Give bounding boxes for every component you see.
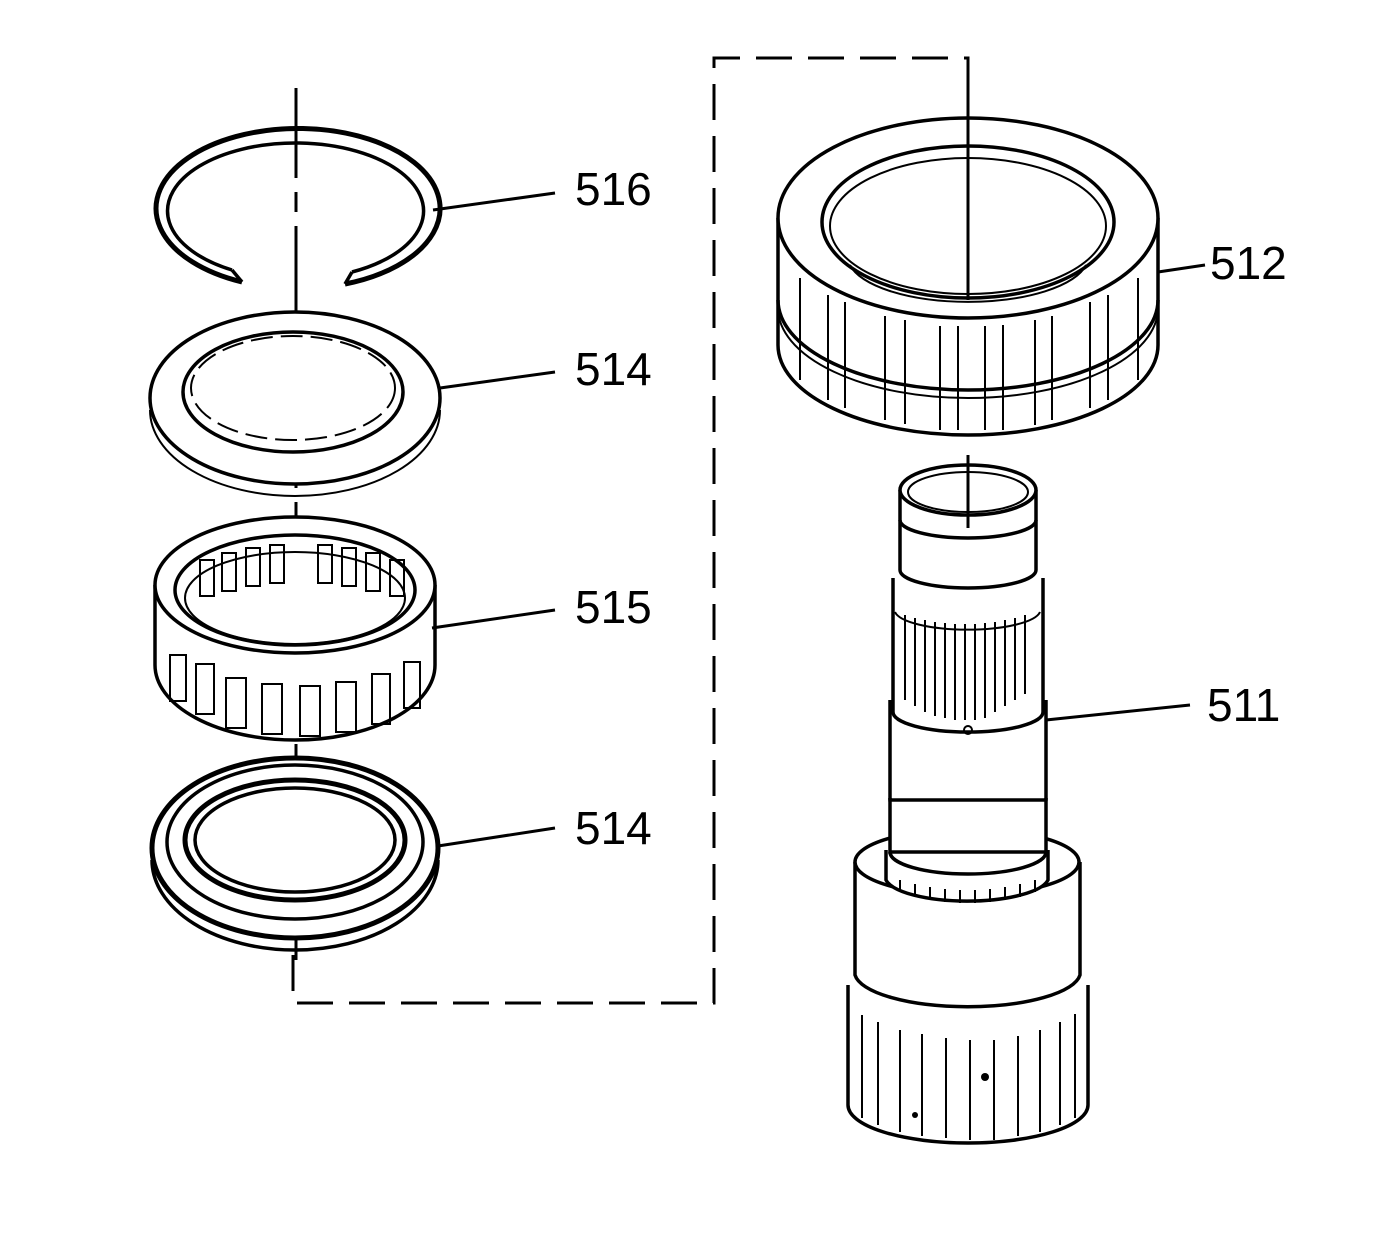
clutch-hub-512 — [776, 72, 1206, 437]
shaft-511 — [846, 455, 1191, 1145]
callout-515: 515 — [575, 581, 652, 633]
assembly-bracket — [291, 56, 970, 1005]
bearing-cage-515 — [153, 515, 556, 742]
callout-514-upper: 514 — [575, 343, 652, 395]
callout-511: 511 — [1207, 679, 1280, 731]
callout-514-lower: 514 — [575, 802, 652, 854]
callout-516: 516 — [575, 163, 652, 215]
snap-ring-516 — [153, 126, 556, 287]
callout-labels: 516 514 515 514 512 511 — [575, 163, 1287, 854]
thrust-washer-514-upper — [148, 310, 556, 497]
thrust-washer-514-lower — [149, 755, 556, 952]
callout-512: 512 — [1210, 237, 1287, 289]
